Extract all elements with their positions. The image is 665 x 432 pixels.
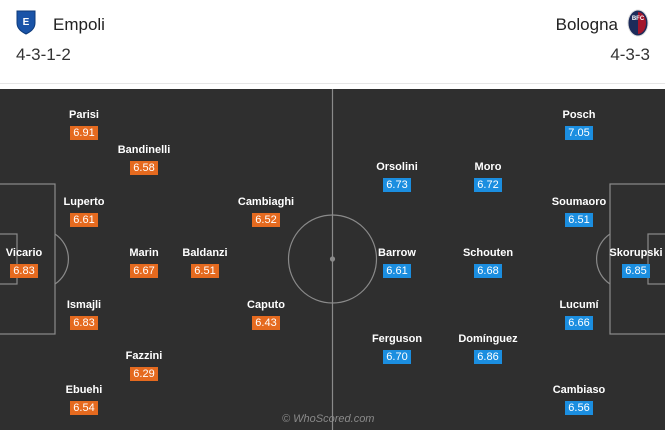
rating-badge: 6.83 (70, 316, 98, 330)
rating-badge: 6.51 (191, 264, 219, 278)
player-name: Domínguez (458, 333, 518, 345)
home-player[interactable]: Parisi 6.91 (44, 109, 124, 141)
player-name: Soumaoro (551, 196, 607, 208)
away-formation: 4-3-3 (610, 45, 650, 64)
pitch-markings (0, 89, 665, 430)
rating-badge: 6.54 (70, 401, 98, 415)
away-player[interactable]: Posch 7.05 (539, 109, 619, 141)
home-player[interactable]: Vicario 6.83 (0, 247, 64, 279)
player-name: Skorupski (609, 247, 663, 259)
rating-badge: 6.29 (130, 367, 158, 381)
rating-badge: 6.73 (383, 178, 411, 192)
rating-badge: 6.61 (383, 264, 411, 278)
home-player[interactable]: Ebuehi 6.54 (44, 384, 124, 416)
rating-badge: 6.91 (70, 126, 98, 140)
rating-badge: 6.72 (474, 178, 502, 192)
home-player[interactable]: Fazzini 6.29 (104, 350, 184, 382)
home-player[interactable]: Marin 6.67 (104, 247, 184, 279)
rating-badge: 6.83 (10, 264, 38, 278)
player-name: Posch (562, 109, 596, 121)
header-divider (0, 83, 665, 84)
player-name: Ismajli (66, 299, 102, 311)
player-name: Lucumí (559, 299, 599, 311)
rating-badge: 6.52 (252, 213, 280, 227)
rating-badge: 6.58 (130, 161, 158, 175)
player-name: Barrow (378, 247, 416, 259)
home-formation: 4-3-1-2 (16, 45, 71, 64)
rating-badge: 7.05 (565, 126, 593, 140)
player-name: Cambiaghi (237, 196, 295, 208)
player-name: Marin (129, 247, 159, 259)
player-name: Vicario (5, 247, 43, 259)
bologna-crest-icon: BFC (627, 9, 649, 37)
player-name: Bandinelli (117, 144, 171, 156)
rating-badge: 6.61 (70, 213, 98, 227)
pitch: Parisi 6.91 Bandinelli 6.58 Luperto 6.61 Ca… (0, 89, 665, 430)
rating-badge: 6.56 (565, 401, 593, 415)
player-name: Ebuehi (65, 384, 103, 396)
home-team-name[interactable]: Empoli (53, 15, 105, 34)
rating-badge: 6.51 (565, 213, 593, 227)
svg-text:E: E (23, 17, 30, 28)
rating-badge: 6.68 (474, 264, 502, 278)
player-name: Ferguson (371, 333, 423, 345)
player-name: Parisi (69, 109, 99, 121)
rating-badge: 6.67 (130, 264, 158, 278)
away-player[interactable]: Schouten 6.68 (448, 247, 528, 279)
away-player[interactable]: Domínguez 6.86 (448, 333, 528, 365)
player-name: Fazzini (125, 350, 163, 362)
rating-badge: 6.66 (565, 316, 593, 330)
empoli-crest-icon: E (16, 10, 36, 35)
away-player[interactable]: Soumaoro 6.51 (539, 196, 619, 228)
away-team-name[interactable]: Bologna (555, 15, 618, 34)
player-name: Cambiaso (552, 384, 606, 396)
home-player[interactable]: Cambiaghi 6.52 (226, 196, 306, 228)
player-name: Orsolini (376, 161, 418, 173)
home-player[interactable]: Baldanzi 6.51 (165, 247, 245, 279)
rating-badge: 6.70 (383, 350, 411, 364)
rating-badge: 6.86 (474, 350, 502, 364)
player-name: Schouten (462, 247, 514, 259)
away-player[interactable]: Orsolini 6.73 (357, 161, 437, 193)
whoscored-watermark: © WhoScored.com (282, 413, 375, 425)
svg-text:BFC: BFC (632, 16, 645, 22)
away-player[interactable]: Lucumí 6.66 (539, 299, 619, 331)
rating-badge: 6.85 (622, 264, 650, 278)
player-name: Moro (474, 161, 502, 173)
away-player[interactable]: Moro 6.72 (448, 161, 528, 193)
away-player[interactable]: Cambiaso 6.56 (539, 384, 619, 416)
player-name: Luperto (63, 196, 105, 208)
player-name: Caputo (247, 299, 285, 311)
away-player[interactable]: Ferguson 6.70 (357, 333, 437, 365)
home-player[interactable]: Bandinelli 6.58 (104, 144, 184, 176)
away-player[interactable]: Barrow 6.61 (357, 247, 437, 279)
player-name: Baldanzi (182, 247, 228, 259)
home-player[interactable]: Luperto 6.61 (44, 196, 124, 228)
away-player[interactable]: Skorupski 6.85 (596, 247, 665, 279)
match-header: E Empoli 4-3-1-2 Bologna BFC 4-3-3 (0, 0, 665, 84)
rating-badge: 6.43 (252, 316, 280, 330)
home-player[interactable]: Ismajli 6.83 (44, 299, 124, 331)
home-player[interactable]: Caputo 6.43 (226, 299, 306, 331)
